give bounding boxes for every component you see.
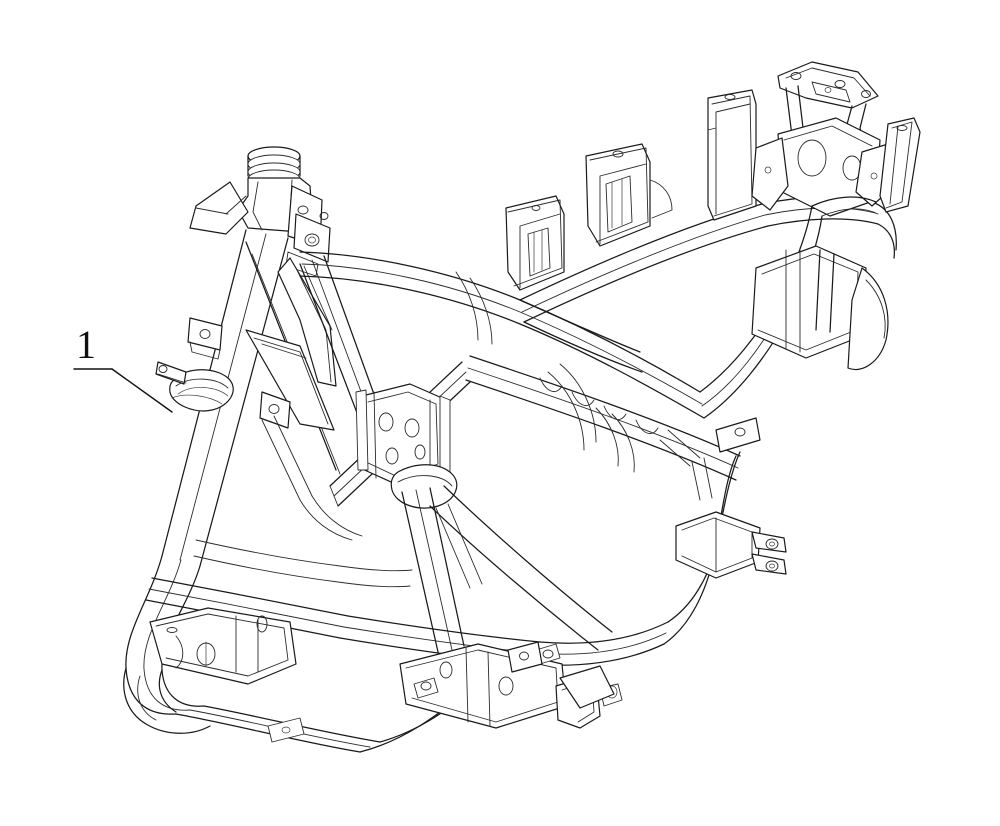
front-lower-crossbar (124, 668, 210, 733)
front-down-tube-group (126, 230, 288, 714)
callout-1-leader-line (111, 368, 173, 413)
tank-bracket-rear (585, 143, 673, 247)
detail-struts-group (193, 415, 713, 589)
front-engine-plate (149, 607, 297, 685)
tank-bracket-front (505, 195, 565, 291)
head-tube-group (189, 146, 331, 277)
callout-1: 1 (73, 322, 173, 413)
rear-curved-gussets (455, 271, 635, 473)
callout-1-label: 1 (76, 322, 96, 367)
small-brackets-group (267, 417, 761, 743)
lower-cradle-group (146, 452, 740, 752)
footpeg-bracket (675, 511, 787, 579)
seat-rail-group (700, 197, 889, 418)
tail-bracket-assembly (751, 61, 921, 217)
swingarm-pivot-group (390, 464, 612, 652)
down-tube-collar (169, 369, 234, 412)
battery-box-tab (707, 89, 757, 221)
engine-mount-plate (355, 383, 451, 487)
front-gusset-group (246, 242, 392, 475)
